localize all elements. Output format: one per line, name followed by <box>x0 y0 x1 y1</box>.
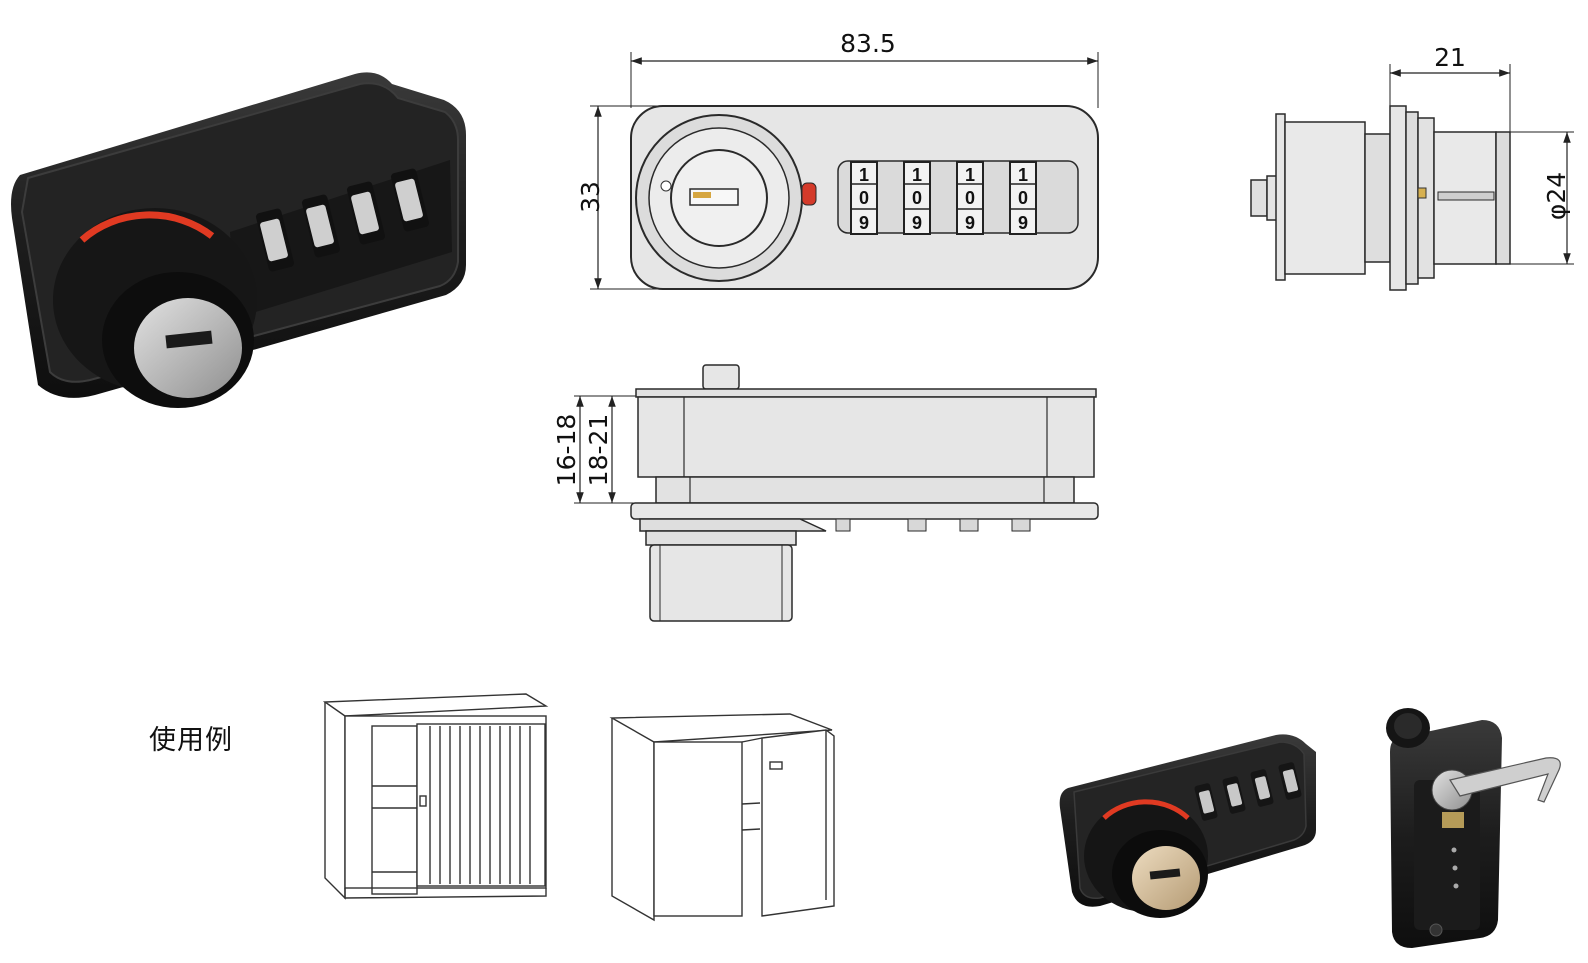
front-dial-1: 1 0 9 <box>850 161 878 235</box>
cabinet-swing-door <box>609 713 835 922</box>
depth-dimension-label: 21 <box>1434 43 1466 72</box>
product-photo-back <box>1386 708 1561 948</box>
product-photo-front <box>1059 734 1316 918</box>
front-dial-4: 1 0 9 <box>1009 161 1037 235</box>
dial-digit-bottom: 9 <box>859 213 869 233</box>
side-flange <box>1275 113 1286 281</box>
thickness-label-a: 16-18 <box>552 414 581 487</box>
dial-digit-top: 1 <box>965 165 975 185</box>
usage-example-label: 使用例 <box>149 725 233 756</box>
thickness-label-b: 18-21 <box>584 414 613 487</box>
side-view-drawing: 21 φ24 <box>1250 43 1574 291</box>
dial-digit-bottom: 9 <box>1018 213 1028 233</box>
dial-digit-middle: 0 <box>912 188 922 208</box>
bottom-cylinder <box>649 544 793 622</box>
diameter-dimension-label: φ24 <box>1542 172 1571 220</box>
dial-digit-bottom: 9 <box>965 213 975 233</box>
main-photo-dials <box>255 168 430 272</box>
dial-digit-middle: 0 <box>859 188 869 208</box>
dial-digit-bottom: 9 <box>912 213 922 233</box>
front-dial-3: 1 0 9 <box>956 161 984 235</box>
width-dimension-label: 83.5 <box>840 29 896 58</box>
bottom-plate <box>630 502 1099 520</box>
cabinet-sliding-door <box>322 693 549 900</box>
bottom-view-drawing: 16-18 18-21 <box>552 364 1099 622</box>
dial-digit-top: 1 <box>859 165 869 185</box>
lock-body <box>637 396 1095 478</box>
dial-digit-top: 1 <box>1018 165 1028 185</box>
dial-digit-middle: 0 <box>1018 188 1028 208</box>
height-dimension-label: 33 <box>576 181 605 213</box>
dial-digit-middle: 0 <box>965 188 975 208</box>
product-photo-main <box>11 72 466 408</box>
red-indicator <box>801 182 817 206</box>
dial-digit-top: 1 <box>912 165 922 185</box>
front-dial-2: 1 0 9 <box>903 161 931 235</box>
front-view-drawing: 83.5 33 1 0 9 1 0 9 <box>576 29 1099 290</box>
